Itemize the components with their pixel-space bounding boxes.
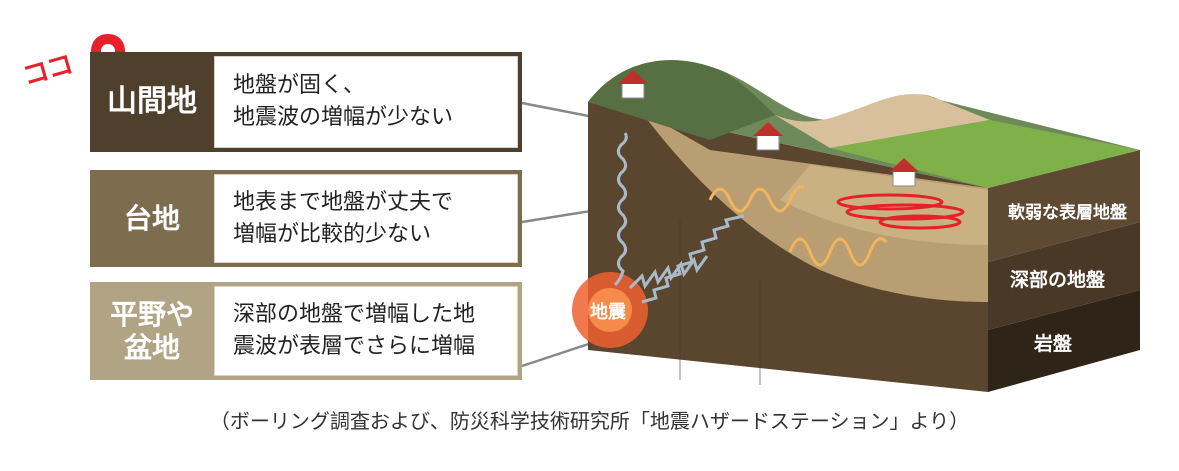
seismic-waves <box>613 132 745 304</box>
row-label-mountain: 山間地 <box>90 52 214 152</box>
row-label-line: 平野や <box>109 297 194 331</box>
plain-top <box>830 120 1140 188</box>
row-label-plain: 平野や 盆地 <box>90 282 214 380</box>
desc-line: 深部の地盤で増幅した地 <box>233 302 476 328</box>
row-label-line: 山間地 <box>107 84 197 120</box>
desc-line: 地表まで地盤が丈夫で <box>233 189 454 215</box>
row-desc-plain: 深部の地盤で増幅した地 震波が表層でさらに増幅 <box>214 286 518 376</box>
amplification-rings <box>836 193 965 230</box>
source-caption: （ボーリング調査および、防災科学技術研究所「地震ハザードステーション」より） <box>209 409 970 433</box>
layer-label-bedrock: 岩盤 <box>1033 332 1073 355</box>
layer-deep-face <box>988 222 1140 330</box>
layer-surface-face <box>988 150 1140 262</box>
quake-label: 地震 <box>590 301 627 323</box>
layer-label-deep: 深部の地盤 <box>1010 268 1106 291</box>
house-icon <box>889 158 919 187</box>
desc-line: 地震波の増幅が少ない <box>233 105 454 130</box>
quake-burst-core <box>588 288 632 332</box>
amplified-waves <box>708 185 888 267</box>
desc-line: 増幅が比較的少ない <box>233 221 432 247</box>
desc-line: 震波が表層でさらに増幅 <box>233 334 476 359</box>
row-plateau: 台地 地表まで地盤が丈夫で 増幅が比較的少ない <box>90 170 522 267</box>
house-icon <box>618 70 648 99</box>
row-desc-mountain: 地盤が固く、 地震波の増幅が少ない <box>214 56 518 148</box>
house-icon <box>753 122 783 151</box>
row-label-plateau: 台地 <box>90 170 214 267</box>
layer-label-surface: 軟弱な表層地盤 <box>1008 202 1128 223</box>
layer-bedrock-face <box>988 290 1140 392</box>
row-label-line: 盆地 <box>123 331 180 364</box>
row-desc-plateau: 地表まで地盤が丈夫で 増幅が比較的少ない <box>214 174 518 263</box>
row-mountain: 山間地 地盤が固く、 地震波の増幅が少ない <box>90 52 522 152</box>
row-label-line: 台地 <box>123 201 180 235</box>
desc-line: 地盤が固く、 <box>233 73 366 99</box>
row-plain: 平野や 盆地 深部の地盤で増幅した地 震波が表層でさらに増幅 <box>90 282 522 380</box>
plateau-top <box>775 94 990 148</box>
geology-diagram: 地震 軟弱な表層地盤 深部の地盤 岩盤 <box>572 60 1140 392</box>
